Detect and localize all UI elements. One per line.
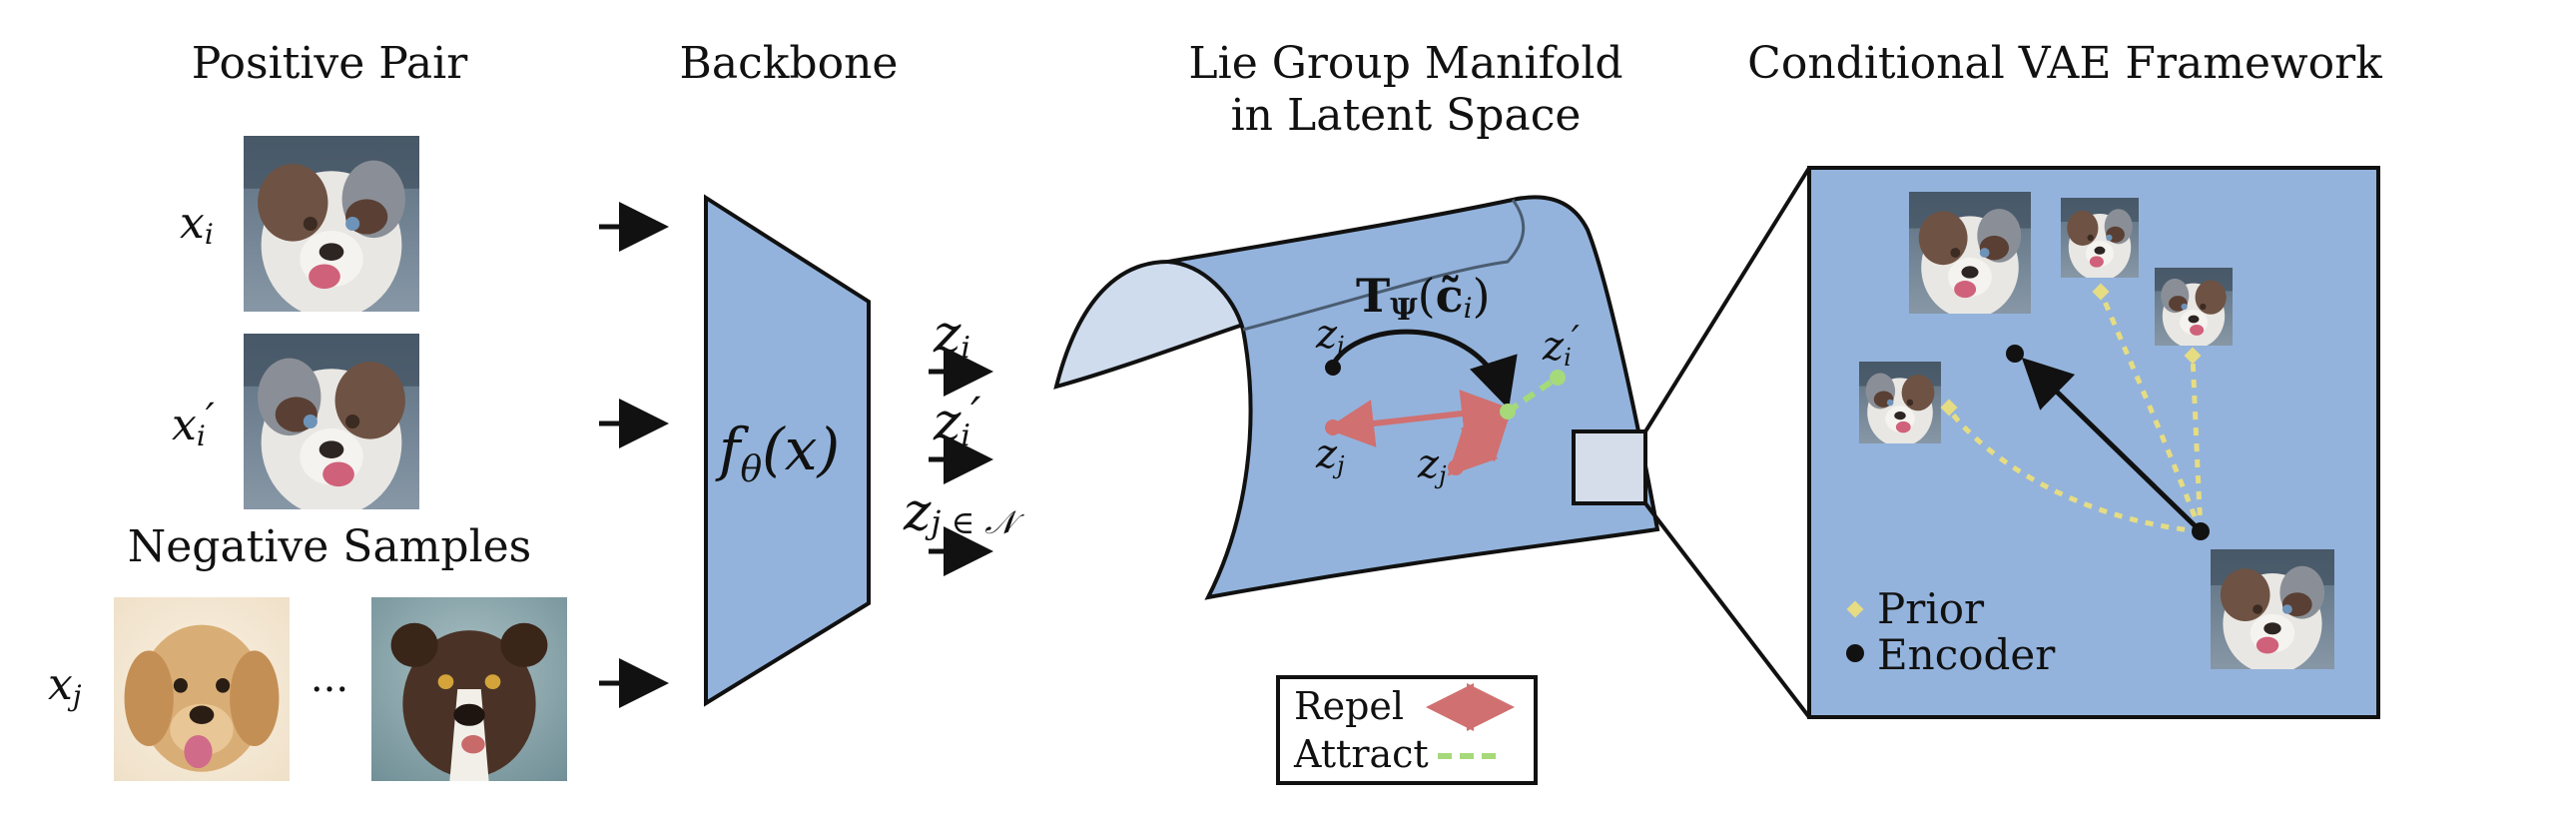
- point-zi-prime: [1550, 370, 1566, 386]
- label-xi: xi: [180, 198, 214, 251]
- prior-line-1: [1947, 408, 2202, 534]
- title-positive-pair: Positive Pair: [192, 38, 469, 89]
- title-manifold-line1: Lie Group Manifold: [1188, 38, 1622, 89]
- cvae-dog-anchor: [2211, 549, 2334, 669]
- dog-photo-xi: [244, 136, 419, 312]
- cvae-legend-encoder: Encoder: [1877, 630, 2056, 679]
- cvae-dog-small-2: [2155, 268, 2233, 346]
- backbone-function-label: fθ(x): [715, 416, 840, 490]
- latent-zj: zj ∈ 𝒩: [903, 482, 1024, 542]
- manifold-label-zi: zi: [1315, 312, 1345, 360]
- encoder-point-target: [2006, 345, 2024, 363]
- dog-photo-pitbull: [371, 597, 567, 781]
- title-negative-samples: Negative Samples: [128, 521, 532, 572]
- zoom-line-top: [1643, 166, 1811, 433]
- zoom-line-bottom: [1643, 501, 1811, 719]
- prior-line-3: [2190, 355, 2204, 532]
- cvae-legend-encoder-marker: [1846, 644, 1864, 662]
- manifold-label-zj-2: zj: [1417, 441, 1447, 489]
- transform-arrow: [1330, 329, 1518, 410]
- latent-zi: zi: [933, 305, 970, 366]
- point-zi: [1325, 360, 1341, 376]
- repel-attract-legend: Repel Attract: [1276, 675, 1538, 785]
- legend-repel-label: Repel: [1294, 684, 1404, 728]
- label-xi-prime: xi′: [172, 396, 215, 452]
- label-xj: xj: [48, 659, 82, 712]
- cvae-dog-large: [1909, 192, 2031, 314]
- point-center: [1500, 404, 1516, 420]
- attract-line: [1506, 375, 1560, 415]
- title-manifold-line2: in Latent Space: [1231, 90, 1582, 141]
- encoder-point-start: [2192, 522, 2210, 540]
- title-backbone: Backbone: [680, 38, 899, 89]
- lie-group-manifold: [1053, 195, 1660, 600]
- cvae-dog-small-3: [1859, 362, 1941, 443]
- repel-arrow-2: [1447, 411, 1512, 476]
- ellipsis: ...: [311, 655, 348, 701]
- encoder-arrow: [2021, 358, 2203, 533]
- legend-attract-label: Attract: [1293, 732, 1429, 776]
- dog-photo-puppy: [114, 597, 290, 781]
- dog-photo-xi-prime: [244, 334, 419, 509]
- cvae-legend-prior-marker: [1846, 600, 1864, 618]
- point-zj-2: [1448, 459, 1464, 475]
- manifold-transform-label: TΨ(c̃i): [1356, 269, 1491, 328]
- point-zj-1: [1325, 420, 1341, 435]
- cvae-dog-small-1: [2061, 198, 2139, 278]
- latent-zi-prime: zi′: [933, 387, 981, 453]
- manifold-label-zi-prime: zi′: [1542, 320, 1580, 372]
- prior-line-2: [2098, 291, 2204, 532]
- zoom-region: [1572, 429, 1647, 505]
- title-cvae: Conditional VAE Framework: [1747, 38, 2382, 89]
- backbone-encoder-block: [704, 194, 871, 707]
- cvae-legend-prior: Prior: [1877, 584, 1985, 633]
- manifold-label-zj-1: zj: [1315, 431, 1345, 479]
